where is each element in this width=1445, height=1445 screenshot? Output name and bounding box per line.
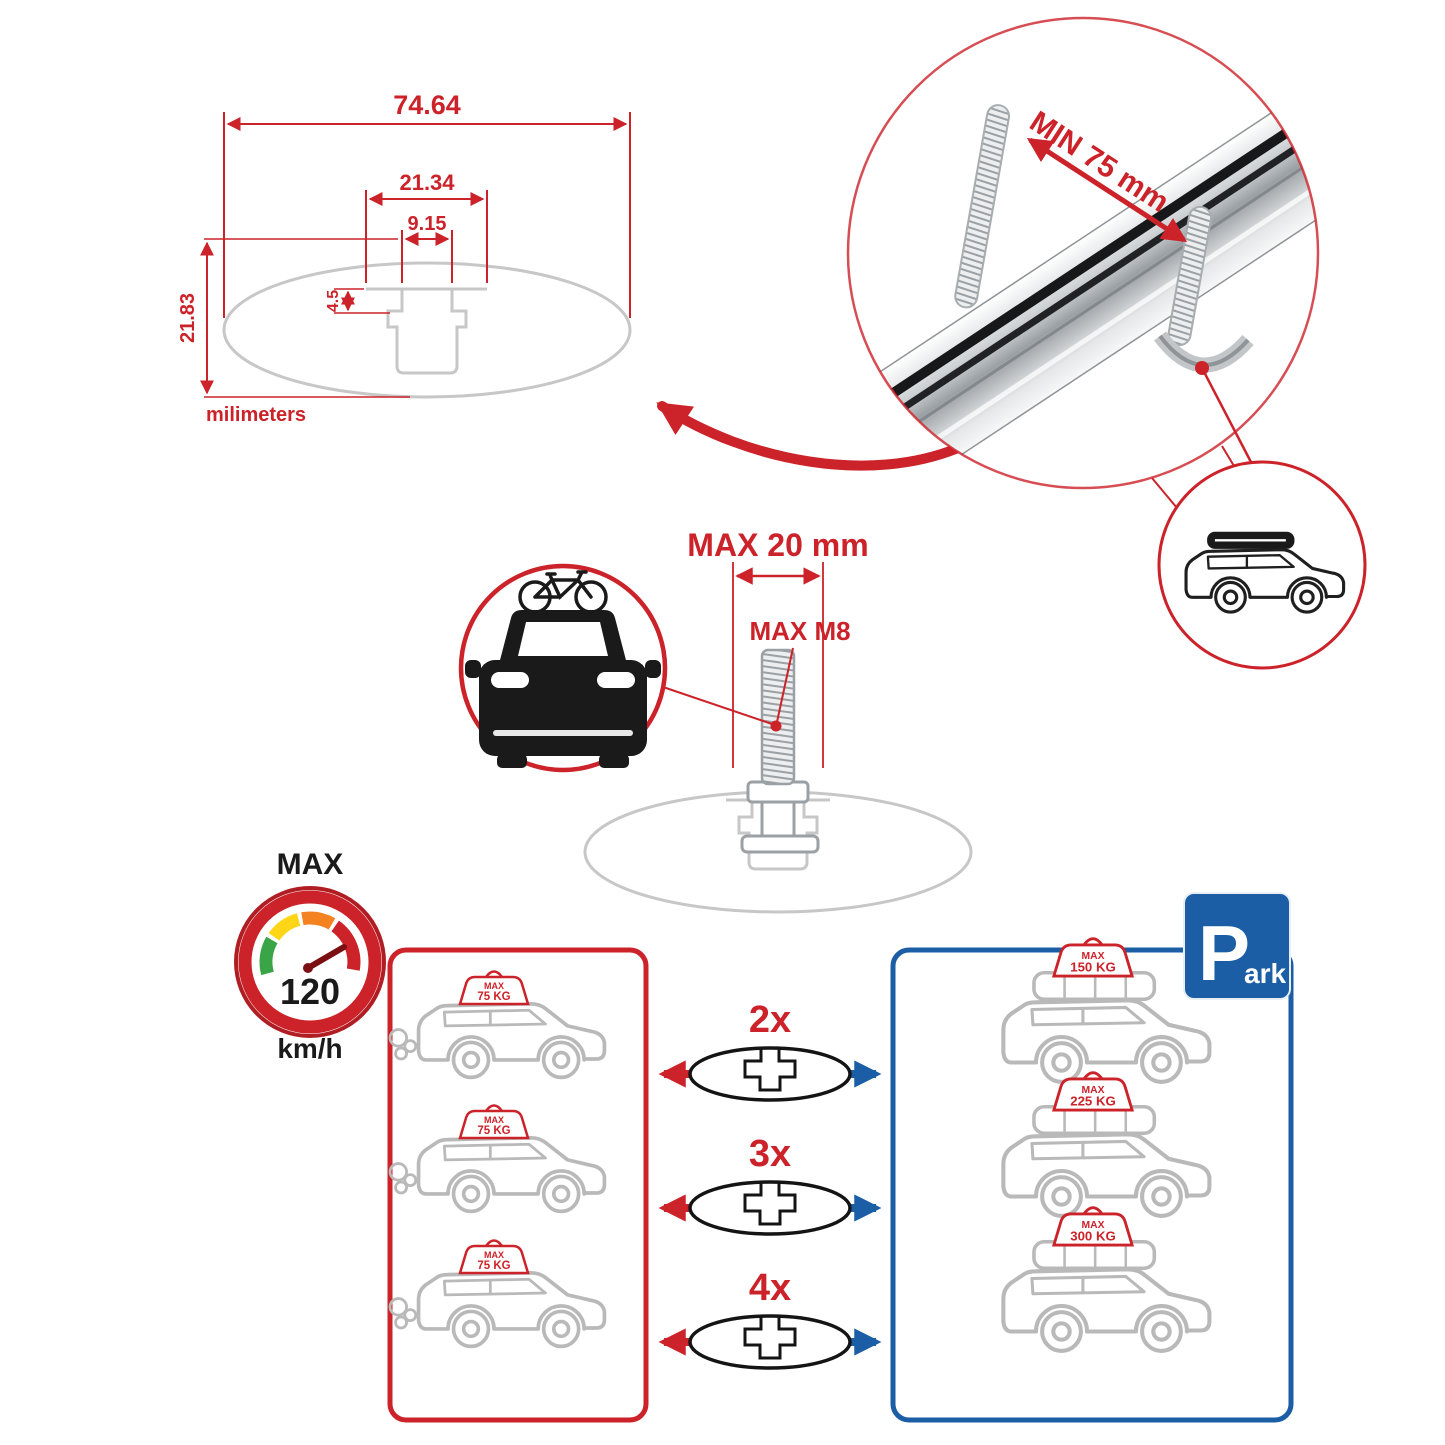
tag-weight-label: 150 KG: [1070, 959, 1116, 974]
units-label: milimeters: [206, 404, 306, 426]
speed-unit: km/h: [277, 1033, 342, 1064]
roof-load-tag: MAX 300 KG: [1052, 1206, 1134, 1247]
bolt-section: MAX 20 mm MAX M8: [458, 527, 973, 914]
tag-max-label: MAX: [1082, 1220, 1105, 1231]
dim-total-height-label: 21.83: [177, 293, 199, 343]
dimension-bolt-length: [732, 562, 824, 768]
speed-value: 120: [280, 971, 340, 1012]
parked-panel: MAX 150 KG MAX 225 KG MAX 300 KG P ark: [890, 892, 1294, 1423]
tag-max-label: MAX: [1082, 1085, 1105, 1096]
dimension-slot-inner: [204, 230, 453, 283]
speed-max-label: MAX: [277, 848, 344, 881]
connector-line: [1200, 367, 1254, 465]
roof-load-tag: MAX 75 KG: [458, 1104, 530, 1140]
roof-load-tag: MAX 75 KG: [458, 970, 530, 1006]
parking-sign-letter: P: [1198, 909, 1250, 997]
crossbar-photo-inset: MIN 75 mm: [846, 16, 1367, 670]
tag-max-label: MAX: [484, 1250, 504, 1260]
dimension-total-height: [200, 241, 410, 398]
roof-load-tag: MAX 225 KG: [1052, 1071, 1134, 1112]
parked-panel-border: [890, 947, 1294, 1423]
car-bike-bubble: [458, 563, 668, 773]
gauge-red-segment: [331, 920, 361, 971]
speed-limit-badge: MAX 120 km/h: [234, 848, 386, 1064]
tag-max-label: MAX: [484, 981, 504, 991]
crossbar-profile-icon: [688, 1314, 852, 1370]
pointer-arrow: [656, 401, 963, 471]
gauge-needle: [305, 944, 347, 971]
tag-weight-label: 75 KG: [477, 991, 510, 1003]
parking-sign-rest: ark: [1244, 958, 1286, 989]
bolt-length-label: MAX 20 mm: [687, 527, 868, 563]
gauge-green-segment: [259, 936, 278, 976]
tag-weight-label: 75 KG: [477, 1260, 510, 1272]
car-front-icon: [465, 610, 661, 768]
tag-weight-label: 300 KG: [1070, 1228, 1116, 1243]
driving-panel-border: [387, 947, 649, 1423]
crossbar-count-options: 2x 3x 4x: [658, 999, 882, 1370]
roof-load-tag: MAX 75 KG: [458, 1239, 530, 1275]
profile-t-slot: [386, 289, 468, 375]
bolt-thread-label: MAX M8: [749, 616, 850, 646]
driving-panel: MAX 75 KG MAX 75 KG MAX 75 KG: [387, 947, 649, 1423]
min-clearance-arrow: [1026, 137, 1188, 243]
count-label-4x: 4x: [749, 1267, 791, 1309]
t-slot-adapter: [740, 780, 820, 854]
dimension-slot-outer: [365, 190, 488, 283]
dim-total-width-label: 74.64: [393, 90, 461, 120]
tag-weight-label: 225 KG: [1070, 1093, 1116, 1108]
tag-max-label: MAX: [484, 1115, 504, 1125]
dim-slot-inner-label: 9.15: [408, 213, 447, 235]
parking-sign: P ark: [1183, 892, 1291, 1000]
count-label-3x: 3x: [749, 1133, 791, 1175]
thread-leader-line: [776, 647, 794, 723]
thread-point-dot: [770, 720, 782, 732]
clamp-rod-rear: [954, 104, 1011, 309]
tag-weight-label: 75 KG: [477, 1125, 510, 1137]
crossbar-profile-icon: [688, 1180, 852, 1236]
dim-lip-depth-label: 4.5: [325, 290, 342, 312]
tag-max-label: MAX: [1082, 951, 1105, 962]
dimension-total-width: [223, 112, 631, 318]
bubble-leader-line: [662, 686, 773, 725]
dimension-lip-depth: [334, 288, 390, 314]
suv-roofbox-bubble: [1157, 460, 1367, 670]
profile-ellipse: [222, 261, 632, 399]
roof-load-tag: MAX 150 KG: [1052, 937, 1134, 978]
gauge-orange-segment: [301, 911, 336, 930]
inset-circle-outline: [846, 16, 1320, 490]
crossbar-profile-icon: [688, 1046, 852, 1102]
dim-slot-outer-label: 21.34: [399, 170, 455, 195]
crossbar-cross-section: 74.64 21.34 9.15 4.5 21.83 mili: [177, 90, 632, 426]
gauge-yellow-segment: [268, 913, 301, 941]
count-label-2x: 2x: [749, 999, 791, 1041]
